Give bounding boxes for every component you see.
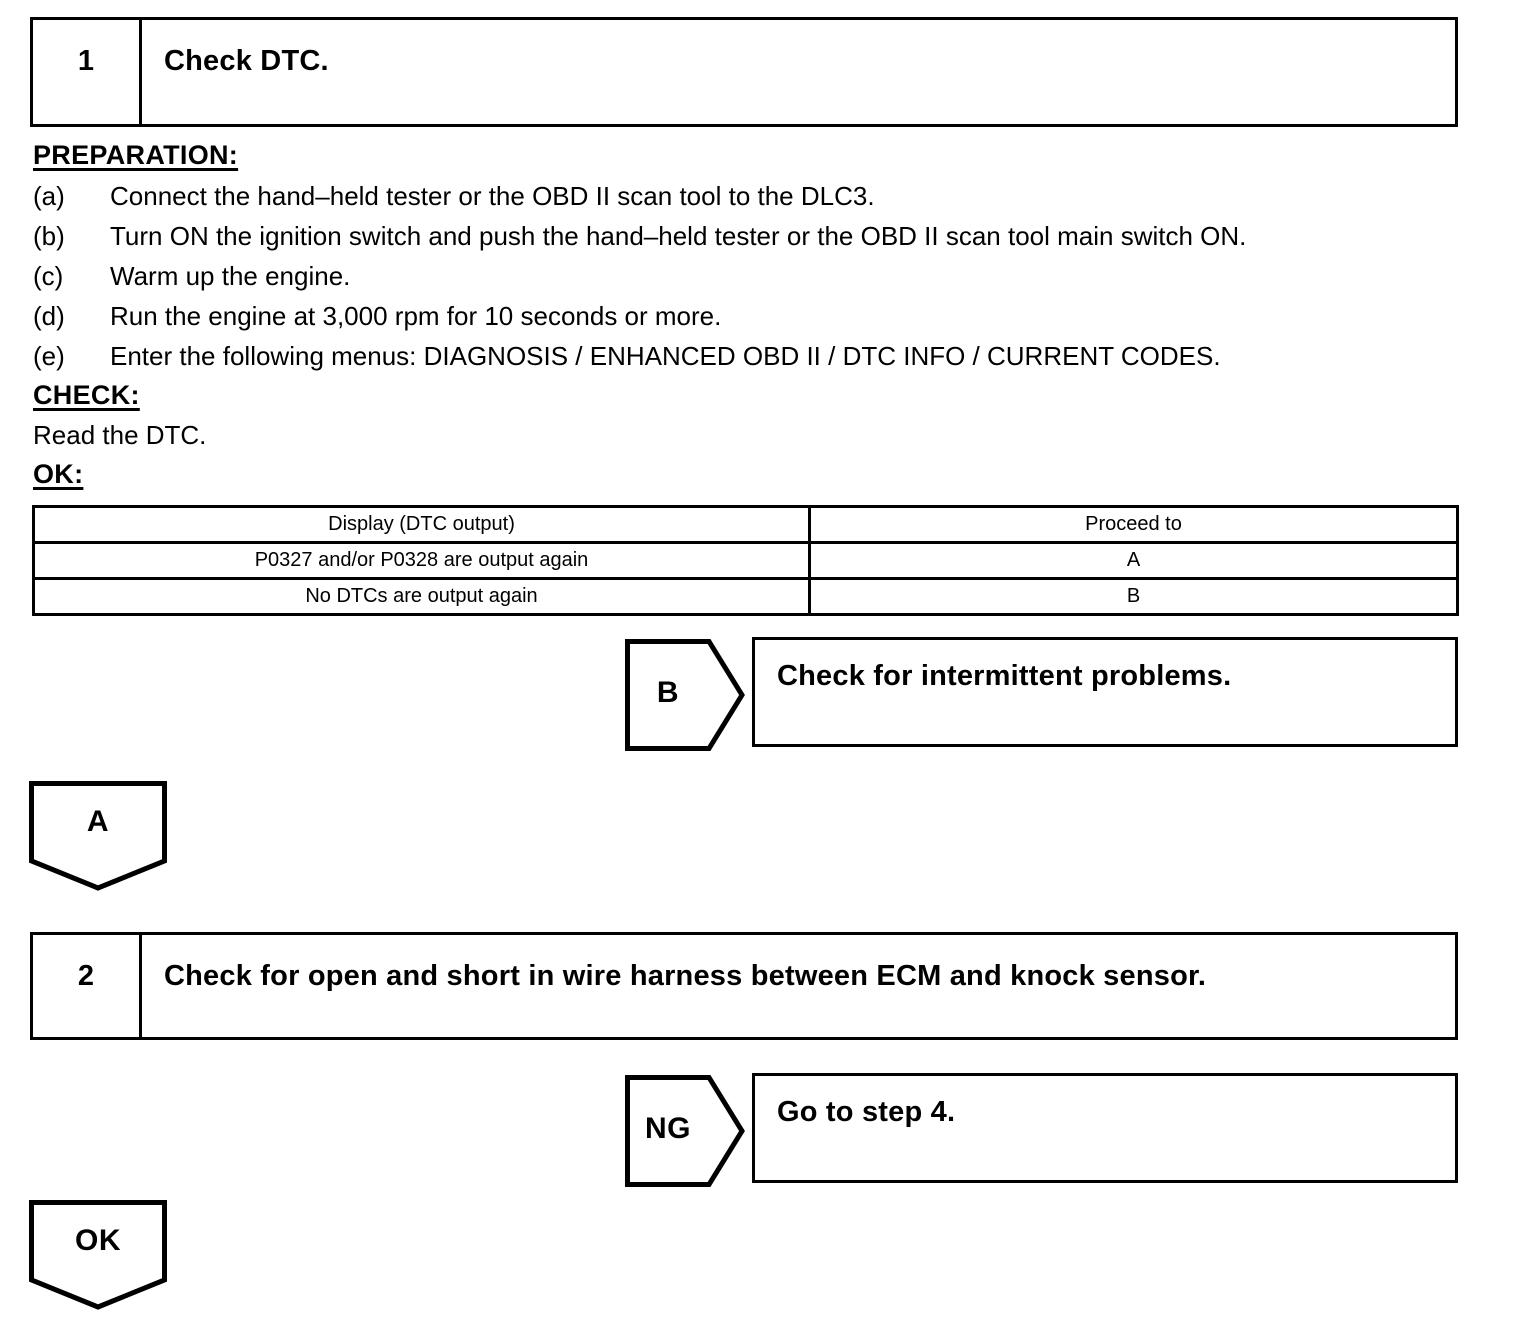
connector-b-label: B: [656, 676, 680, 709]
list-item-label: (c): [33, 260, 64, 291]
ok-heading: OK:: [33, 459, 84, 489]
list-item: (b) Turn ON the ignition switch and push…: [33, 217, 1246, 257]
connector-a: A: [29, 781, 167, 891]
table-row: No DTCs are output again B: [32, 577, 1459, 616]
step-2-title: Check for open and short in wire harness…: [164, 960, 1207, 992]
connector-b: B: [625, 639, 745, 751]
connector-ok-label: OK: [75, 1224, 121, 1257]
preparation-list: (a) Connect the hand–held tester or the …: [33, 177, 1246, 376]
table-header-row: Display (DTC output) Proceed to: [32, 505, 1459, 544]
table-cell-proceed: B: [808, 577, 1459, 616]
list-item: (c) Warm up the engine.: [33, 257, 1246, 297]
table-header-display: Display (DTC output): [32, 505, 811, 544]
connector-ng-label: NG: [645, 1112, 691, 1145]
list-item: (e) Enter the following menus: DIAGNOSIS…: [33, 336, 1246, 376]
check-heading: CHECK:: [33, 380, 140, 410]
list-item-label: (a): [33, 181, 65, 212]
connector-ng: NG: [625, 1075, 745, 1187]
table-cell-display: No DTCs are output again: [32, 577, 811, 616]
dtc-result-table: Display (DTC output) Proceed to P0327 an…: [32, 505, 1459, 616]
step-2-box: 2 Check for open and short in wire harne…: [30, 932, 1458, 1040]
table-cell-proceed: A: [808, 541, 1459, 580]
list-item-text: Warm up the engine.: [110, 260, 351, 291]
list-item-label: (e): [33, 340, 65, 371]
step-1-title: Check DTC.: [164, 45, 329, 77]
list-item: (d) Run the engine at 3,000 rpm for 10 s…: [33, 296, 1246, 336]
list-item-label: (d): [33, 300, 65, 331]
continue-down-arrow-icon: [29, 781, 167, 891]
list-item-text: Connect the hand–held tester or the OBD …: [110, 181, 875, 212]
list-item-label: (b): [33, 221, 65, 252]
step-2-number: 2: [33, 935, 142, 1037]
list-item: (a) Connect the hand–held tester or the …: [33, 177, 1246, 217]
preparation-heading: PREPARATION:: [33, 140, 239, 170]
branch-right-arrow-icon: [625, 1075, 745, 1187]
step-1-number: 1: [33, 20, 142, 124]
connector-a-label: A: [86, 805, 110, 838]
list-item-text: Run the engine at 3,000 rpm for 10 secon…: [110, 300, 722, 331]
b-action-box: Check for intermittent problems.: [752, 637, 1458, 747]
connector-ok: OK: [29, 1200, 167, 1310]
table-header-proceed: Proceed to: [808, 505, 1459, 544]
table-cell-display: P0327 and/or P0328 are output again: [32, 541, 811, 580]
check-text: Read the DTC.: [33, 420, 207, 450]
step-1-box: 1 Check DTC.: [30, 17, 1458, 127]
list-item-text: Turn ON the ignition switch and push the…: [110, 221, 1247, 252]
ng-action-box: Go to step 4.: [752, 1073, 1458, 1183]
continue-down-arrow-icon: [29, 1200, 167, 1310]
table-row: P0327 and/or P0328 are output again A: [32, 541, 1459, 580]
list-item-text: Enter the following menus: DIAGNOSIS / E…: [110, 340, 1221, 371]
branch-right-arrow-icon: [625, 639, 745, 751]
